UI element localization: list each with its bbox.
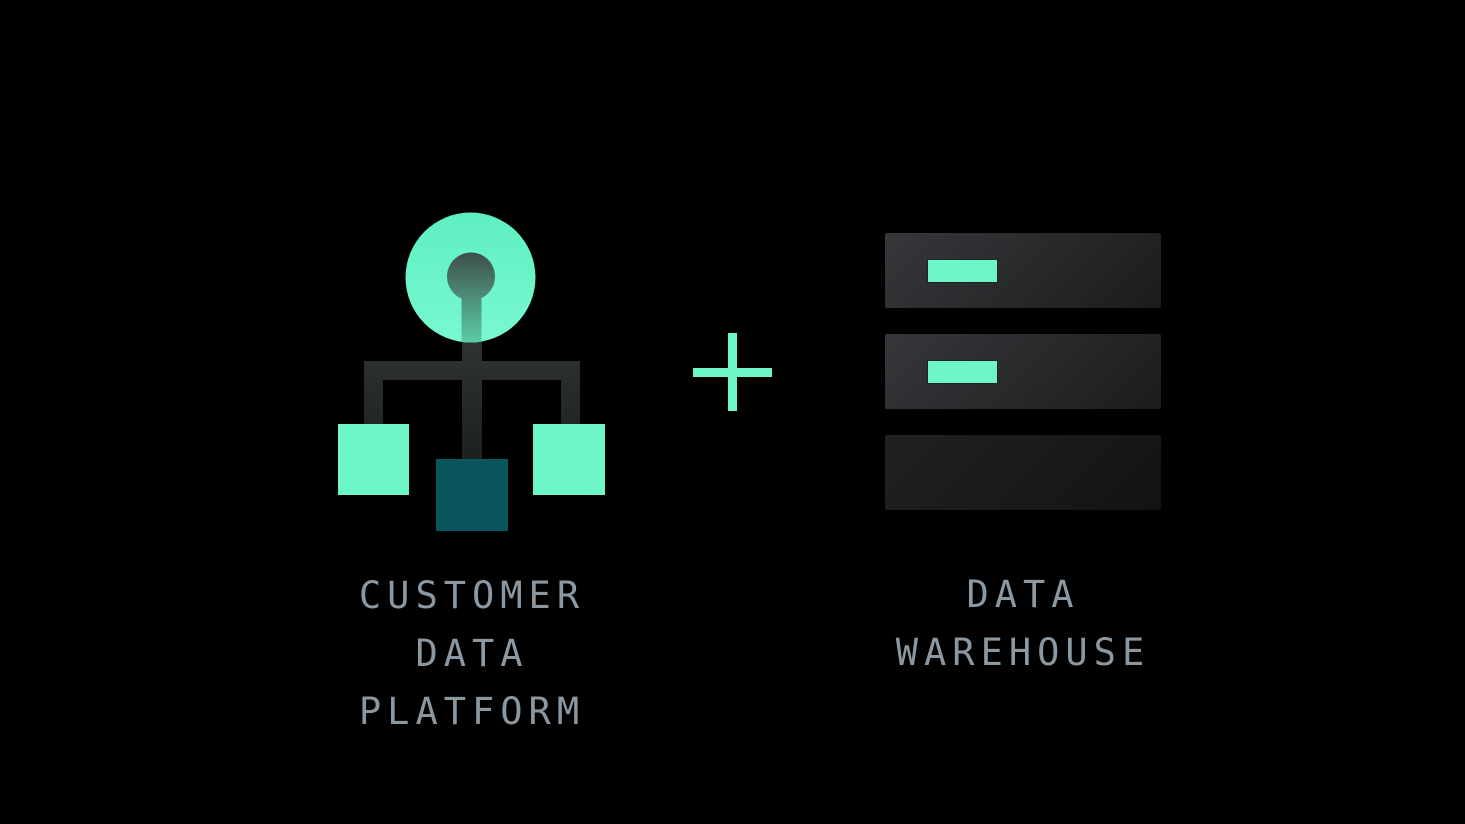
plus-horizontal-bar [693, 368, 772, 377]
cdp-node-center [436, 459, 508, 531]
plus-icon [693, 333, 772, 411]
server-bar [885, 435, 1161, 510]
warehouse-label-line: DATA [966, 573, 1080, 616]
cdp-label-line: PLATFORM [358, 690, 586, 733]
cdp-branch-connector [364, 361, 580, 424]
cdp-label-line: DATA [415, 632, 529, 675]
cdp-node-right [533, 424, 605, 495]
cdp-label: CUSTOMER DATA PLATFORM [322, 567, 622, 741]
cdp-hierarchy-icon [338, 212, 605, 531]
warehouse-label-line: WAREHOUSE [895, 631, 1151, 674]
server-led [928, 361, 997, 383]
server-bar [885, 233, 1161, 308]
cdp-node-left [338, 424, 409, 495]
cdp-keyhole [447, 252, 495, 343]
cdp-label-line: CUSTOMER [358, 574, 586, 617]
cdp-trunk-connector [462, 320, 482, 460]
warehouse-label: DATA WAREHOUSE [872, 566, 1174, 682]
server-bar [885, 334, 1161, 409]
server-stack-icon [885, 233, 1161, 511]
server-led [928, 260, 997, 282]
